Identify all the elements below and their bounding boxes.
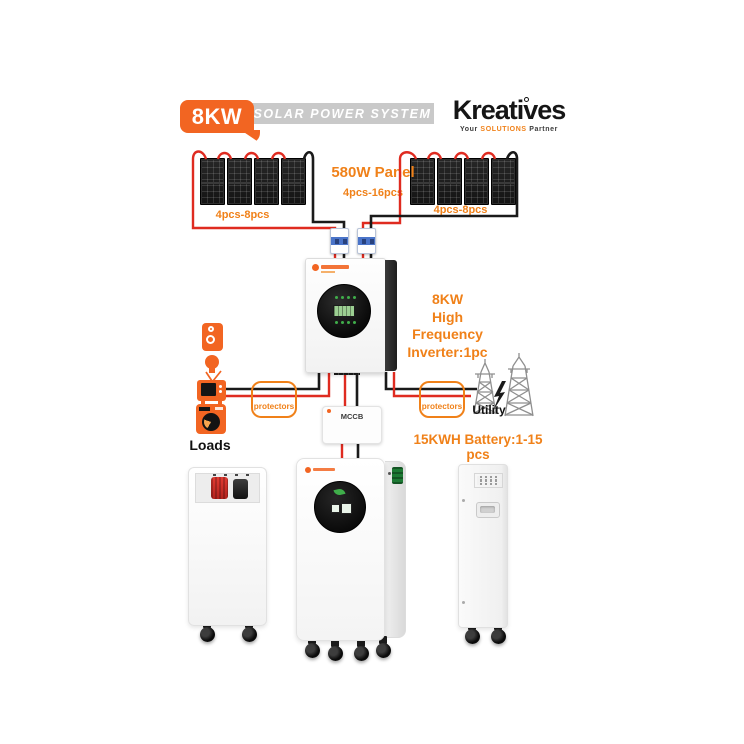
battery-spec-label: 15KWH Battery:1-15 pcs: [413, 432, 543, 462]
brand-logo: Kreatives: [452, 95, 567, 125]
vent-grille-icon: [474, 473, 503, 488]
solar-panel-icon: [281, 158, 306, 205]
brand-tagline: Your SOLUTIONS Partner: [445, 126, 573, 133]
speaker-woofer: [205, 335, 215, 344]
screw-dot: [462, 601, 465, 604]
battery-side-connector-icon: [392, 467, 403, 484]
speaker-icon: [202, 323, 223, 351]
tv-leg: [201, 400, 205, 404]
inverter-led-row: [335, 296, 338, 299]
tv-screen: [201, 383, 216, 396]
tagline-pre: Your: [460, 126, 481, 133]
pv-right-count-label: 4pcs-8pcs: [433, 204, 488, 216]
protectors-right-label: protectors: [421, 402, 463, 411]
washer-display: [215, 407, 223, 410]
utility-towers-icon: [473, 353, 534, 417]
inverter-spec-line2: High Frequency: [412, 308, 483, 343]
tagline-highlight: SOLUTIONS: [480, 126, 527, 133]
inverter-display: [317, 284, 371, 338]
solar-panel-icon: [410, 158, 435, 205]
washer-door: [202, 413, 220, 431]
lightbulb-icon: [205, 355, 219, 373]
pv-title: 580W Panel: [331, 164, 415, 181]
battery-cabinet-side-view: [458, 464, 508, 628]
solar-panel-icon: [200, 158, 225, 205]
battery-side-port: [388, 472, 391, 475]
power-rating-badge: 8KW: [180, 100, 254, 133]
positive-connector-icon: [211, 477, 228, 499]
utility-label: Utility: [472, 403, 506, 417]
caster-wheel-icon: [352, 639, 370, 665]
inverter-brand-subline: [321, 271, 335, 273]
title-banner: SOLAR POWER SYSTEM: [251, 103, 434, 124]
washing-machine-icon: [196, 404, 226, 434]
solar-panel-icon: [464, 158, 489, 205]
mccb-box: [322, 406, 382, 444]
battery-brand-icon: [305, 467, 311, 473]
screw-dot: [462, 499, 465, 502]
solar-panel-icon: [437, 158, 462, 205]
washer-control-panel: [199, 407, 210, 411]
inverter-side-panel: [385, 260, 397, 371]
inverter-brand-wordmark: [321, 265, 349, 269]
tagline-post: Partner: [526, 126, 558, 133]
pv-left-count-label: 4pcs-8pcs: [215, 209, 270, 221]
pv-subtitle: 4pcs-16pcs: [343, 187, 403, 199]
terminal-marks: [213, 474, 216, 476]
dc-breaker-icon: [357, 228, 376, 254]
inverter-lcd-screen: [333, 305, 355, 317]
speaker-tweeter: [207, 326, 214, 332]
dc-breaker-icon: [330, 228, 349, 254]
loads-label: Loads: [189, 437, 231, 453]
inverter-spec-label: 8KW High Frequency Inverter:1pc: [399, 291, 496, 361]
inverter-led-row: [335, 321, 338, 324]
tv-leg: [218, 400, 222, 404]
solar-panel-icon: [254, 158, 279, 205]
inverter-spec-line1: 8KW: [431, 291, 464, 307]
mccb-label: MCCB: [340, 412, 364, 421]
lightning-icon: [493, 381, 506, 411]
protectors-left-label: protectors: [253, 402, 295, 411]
caster-wheel-icon: [374, 636, 392, 662]
protectors-box-left: protectors: [251, 381, 297, 418]
solar-panel-icon: [227, 158, 252, 205]
handle-recess: [476, 502, 500, 518]
tv-icon: [197, 380, 226, 404]
caster-wheel-icon: [326, 639, 344, 665]
battery-cabinet-main-side: [385, 461, 406, 638]
battery-brand-wordmark: [313, 468, 335, 471]
mccb-brand-icon: [327, 409, 331, 413]
brand-ring-icon: [524, 97, 529, 102]
solar-panel-icon: [491, 158, 516, 205]
battery-lcd-screen: [331, 504, 340, 513]
inverter-brand-icon: [312, 264, 319, 271]
negative-connector-icon: [233, 479, 248, 499]
inverter-spec-line3: Inverter:1pc: [407, 343, 488, 360]
tv-antenna-icon: [205, 370, 222, 382]
protectors-box-right: protectors: [419, 381, 465, 418]
